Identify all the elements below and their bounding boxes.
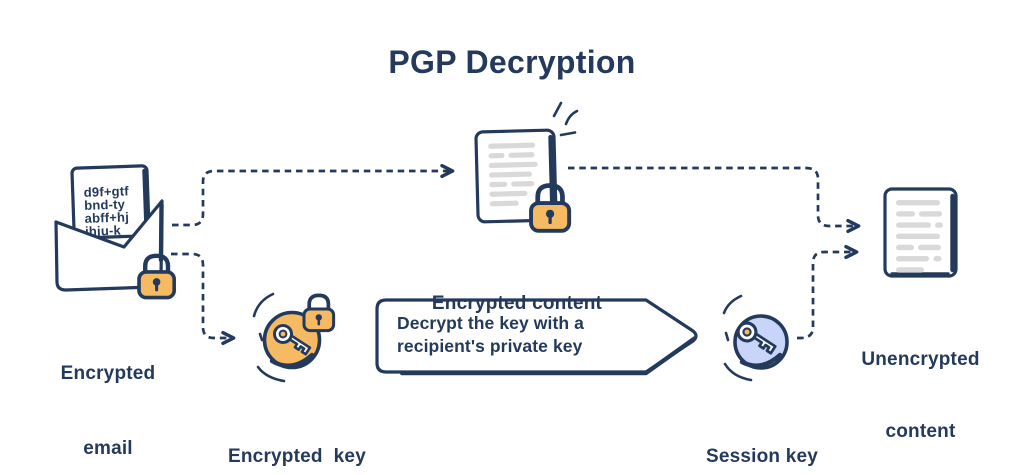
process-box-line: Decrypt the key with a: [397, 313, 584, 333]
arc-accent: [252, 292, 275, 318]
lock-icon: [302, 293, 336, 333]
label-session-key: Session key: [683, 394, 841, 475]
arc-accent: [723, 362, 753, 382]
ciphertext-line: d9f+gtf: [83, 183, 129, 200]
label-line: Encrypted key: [228, 446, 366, 467]
page-title: PGP Decryption: [388, 44, 636, 80]
label-line: Encrypted content: [431, 293, 603, 314]
document-text-lines: [896, 200, 943, 273]
document-icon: [883, 187, 958, 278]
label-unencrypted-content: Unencrypted content: [843, 300, 998, 475]
label-encrypted-email: Encrypted email: [33, 311, 183, 475]
arc-accent: [256, 365, 286, 383]
label-encrypted-key: Encrypted key: [208, 394, 386, 475]
dashed-arrow-content-to-unencrypted: [568, 166, 861, 234]
envelope-icon: d9f+gtf bnd-ty abff+hj ihju-k: [54, 164, 174, 298]
label-line: email: [83, 438, 133, 459]
ciphertext-line: bnd-ty: [84, 196, 126, 212]
dashed-arrow-email-to-content: [172, 163, 455, 227]
document-text-lines: [488, 142, 538, 207]
process-arrow-box: [375, 298, 698, 376]
arc-accent: [722, 294, 743, 315]
label-line: Encrypted: [60, 363, 156, 384]
unencrypted-content-document-icon: [883, 187, 958, 278]
sparkle-icon: [552, 101, 579, 137]
label-line: content: [885, 421, 956, 442]
label-line: Unencrypted: [861, 349, 980, 370]
process-box-line: recipient's private key: [397, 335, 583, 356]
process-box-text: Decrypt the key with a recipient's priva…: [397, 312, 677, 357]
encrypted-key-icon: [252, 292, 336, 383]
label-encrypted-content: Encrypted content: [407, 241, 627, 366]
ciphertext-paper: [70, 164, 151, 240]
label-line: Session key: [705, 446, 819, 467]
ciphertext-line: abff+hj: [84, 209, 129, 226]
session-key-icon: [722, 294, 789, 382]
dashed-arrow-email-to-key: [171, 252, 236, 346]
